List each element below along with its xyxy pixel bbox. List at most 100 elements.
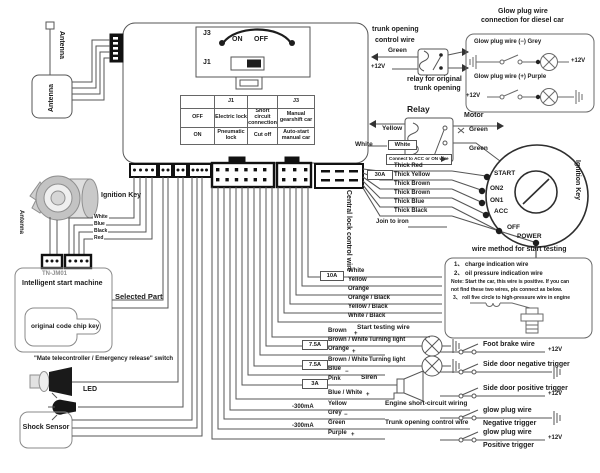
trigger-label: Side door positive trigger	[483, 385, 568, 392]
antenna-connector	[109, 33, 124, 63]
table-cell: Manual gearshift car	[277, 108, 315, 128]
wire-label: Purple	[328, 430, 347, 436]
table-cell: ON	[180, 127, 215, 145]
j3-on-label: ON	[232, 36, 243, 43]
fuse-7-5a: 7.5A	[302, 340, 328, 350]
wire-label: Yellow / Black	[348, 304, 388, 310]
trunk-relay-caption-2: trunk opening	[414, 85, 461, 92]
table-cell: Pneumatic lock	[214, 127, 248, 145]
fuse-10a: 10A	[320, 271, 344, 281]
trunk-green-label: Green	[388, 47, 407, 54]
wire-label: White / Black	[348, 313, 386, 319]
test-note-1: Note: Start the car, this wire is positi…	[451, 279, 570, 285]
wire-label: Grey	[328, 410, 342, 416]
fuse-30a: 30A	[367, 170, 393, 180]
ignition-key-label: Ignition Key	[101, 192, 142, 199]
right-trigger-rows	[440, 343, 561, 443]
start-machine-box	[14, 267, 113, 353]
table-cell	[247, 95, 278, 109]
wire-label: Orange	[328, 346, 350, 352]
glow-title-1: Glow plug wire	[498, 8, 548, 15]
thick-wire-label: Thick Brown	[394, 181, 431, 187]
machine-name-label: Intelligent start machine	[22, 280, 103, 287]
central-lock-label: Central lock control wire	[345, 190, 352, 272]
antenna-box-label: Antenna	[48, 84, 55, 112]
trunk-title-2: control wire	[375, 37, 415, 44]
test-note-2: not find these two wires, pls connect as…	[451, 287, 563, 293]
wire-label: Orange / Black	[348, 295, 391, 301]
trunk-relay-caption-1: relay for original	[407, 76, 462, 83]
glow-pos-label: Glow plug wire (+) Purple	[474, 74, 547, 80]
wire-sign: +	[352, 349, 356, 355]
arrow-icon	[441, 156, 447, 162]
j3-label: J3	[203, 30, 211, 37]
wire-label: Brown	[328, 328, 347, 334]
selected-part-wires	[112, 177, 169, 309]
fuse-3a: 3A	[302, 379, 328, 389]
turning-light-icon	[421, 355, 460, 377]
wire-sign: +	[354, 331, 358, 337]
trigger-label-2: Positive trigger	[483, 442, 534, 449]
glow-pos-12v: +12V	[466, 93, 481, 99]
test-line-3: 3、 roll five circle to high-pressure wir…	[453, 295, 570, 301]
ignition-key-illustration	[29, 175, 99, 221]
motor-green-label: Green	[469, 126, 488, 133]
wire-label: Blue / White	[328, 390, 363, 396]
wire-sign: +	[351, 432, 355, 438]
trigger-12v: +12V	[548, 391, 563, 397]
j1-label: J1	[203, 59, 211, 66]
table-cell: Electric lock	[214, 108, 248, 128]
relay-white-label: White	[355, 141, 373, 148]
ign-pos-off: OFF	[507, 224, 520, 231]
led-label: LED	[83, 386, 97, 393]
wire-dest: Start testing wire	[357, 324, 410, 331]
wire-label: Yellow	[348, 277, 367, 283]
start-test-box	[444, 257, 593, 339]
wire-dest: Turning light	[369, 357, 406, 363]
ign-pos-on1: ON1	[490, 197, 504, 204]
selected-part-label: Selected Part	[115, 292, 163, 301]
machine-model-label: TN-JM01	[42, 271, 68, 277]
table-cell: Short circuit connection	[247, 108, 278, 128]
antenna-rod-label: Antenna	[58, 31, 65, 59]
glow-neg-12v: +12V	[571, 58, 586, 64]
emergency-switch-illustration	[29, 367, 72, 396]
join-to-iron-label: Join to iron	[376, 219, 409, 225]
ign-pos-on2: ON2	[490, 185, 504, 192]
trigger-label: glow plug wire	[483, 429, 532, 436]
wire-dest: Engine short-circuit wiring	[385, 400, 468, 407]
wire-label: Brown / White	[328, 357, 368, 363]
key-wire-red: Red	[93, 235, 105, 241]
motor-green-label-2: Green	[469, 145, 488, 152]
wire-label: Orange	[348, 286, 370, 292]
trigger-label: glow plug wire	[483, 407, 532, 414]
glow-plug-box	[465, 33, 595, 113]
thick-wire-label: Thick Brown	[394, 190, 431, 196]
wire-label: Yellow	[328, 401, 347, 407]
key-wire-white: White	[93, 214, 109, 220]
led-illustration	[48, 392, 76, 421]
wire-label: Pink	[328, 376, 341, 382]
machine-connectors	[40, 253, 93, 270]
wire-sign: +	[366, 392, 370, 398]
shock-sensor-label: Shock Sensor	[22, 424, 70, 431]
test-line-1: 1、 charge indication wire	[454, 262, 529, 268]
ign-pos-power: POWER	[517, 233, 542, 240]
glow-neg-label: Glow plug wire (−) Grey	[474, 39, 542, 45]
glow-title-2: connection for diesel car	[481, 17, 564, 24]
j3-off-label: OFF	[254, 36, 268, 43]
table-cell: Cut off	[247, 127, 278, 145]
wire-label: Blue	[328, 366, 342, 372]
relay-yellow-label: Yellow	[382, 125, 403, 132]
wire-current: -300mA	[292, 404, 314, 410]
iso-plug-connector	[314, 163, 364, 189]
siren-icon	[396, 370, 424, 402]
key-antenna-label: Antenna	[18, 210, 24, 234]
spark-plug-icon	[525, 307, 539, 315]
turning-light-icon	[421, 335, 460, 357]
wire-sign: −	[344, 412, 348, 418]
thick-wire-label: Thick Red	[394, 163, 423, 169]
wire-dest: Trunk opening control wire	[385, 419, 469, 426]
